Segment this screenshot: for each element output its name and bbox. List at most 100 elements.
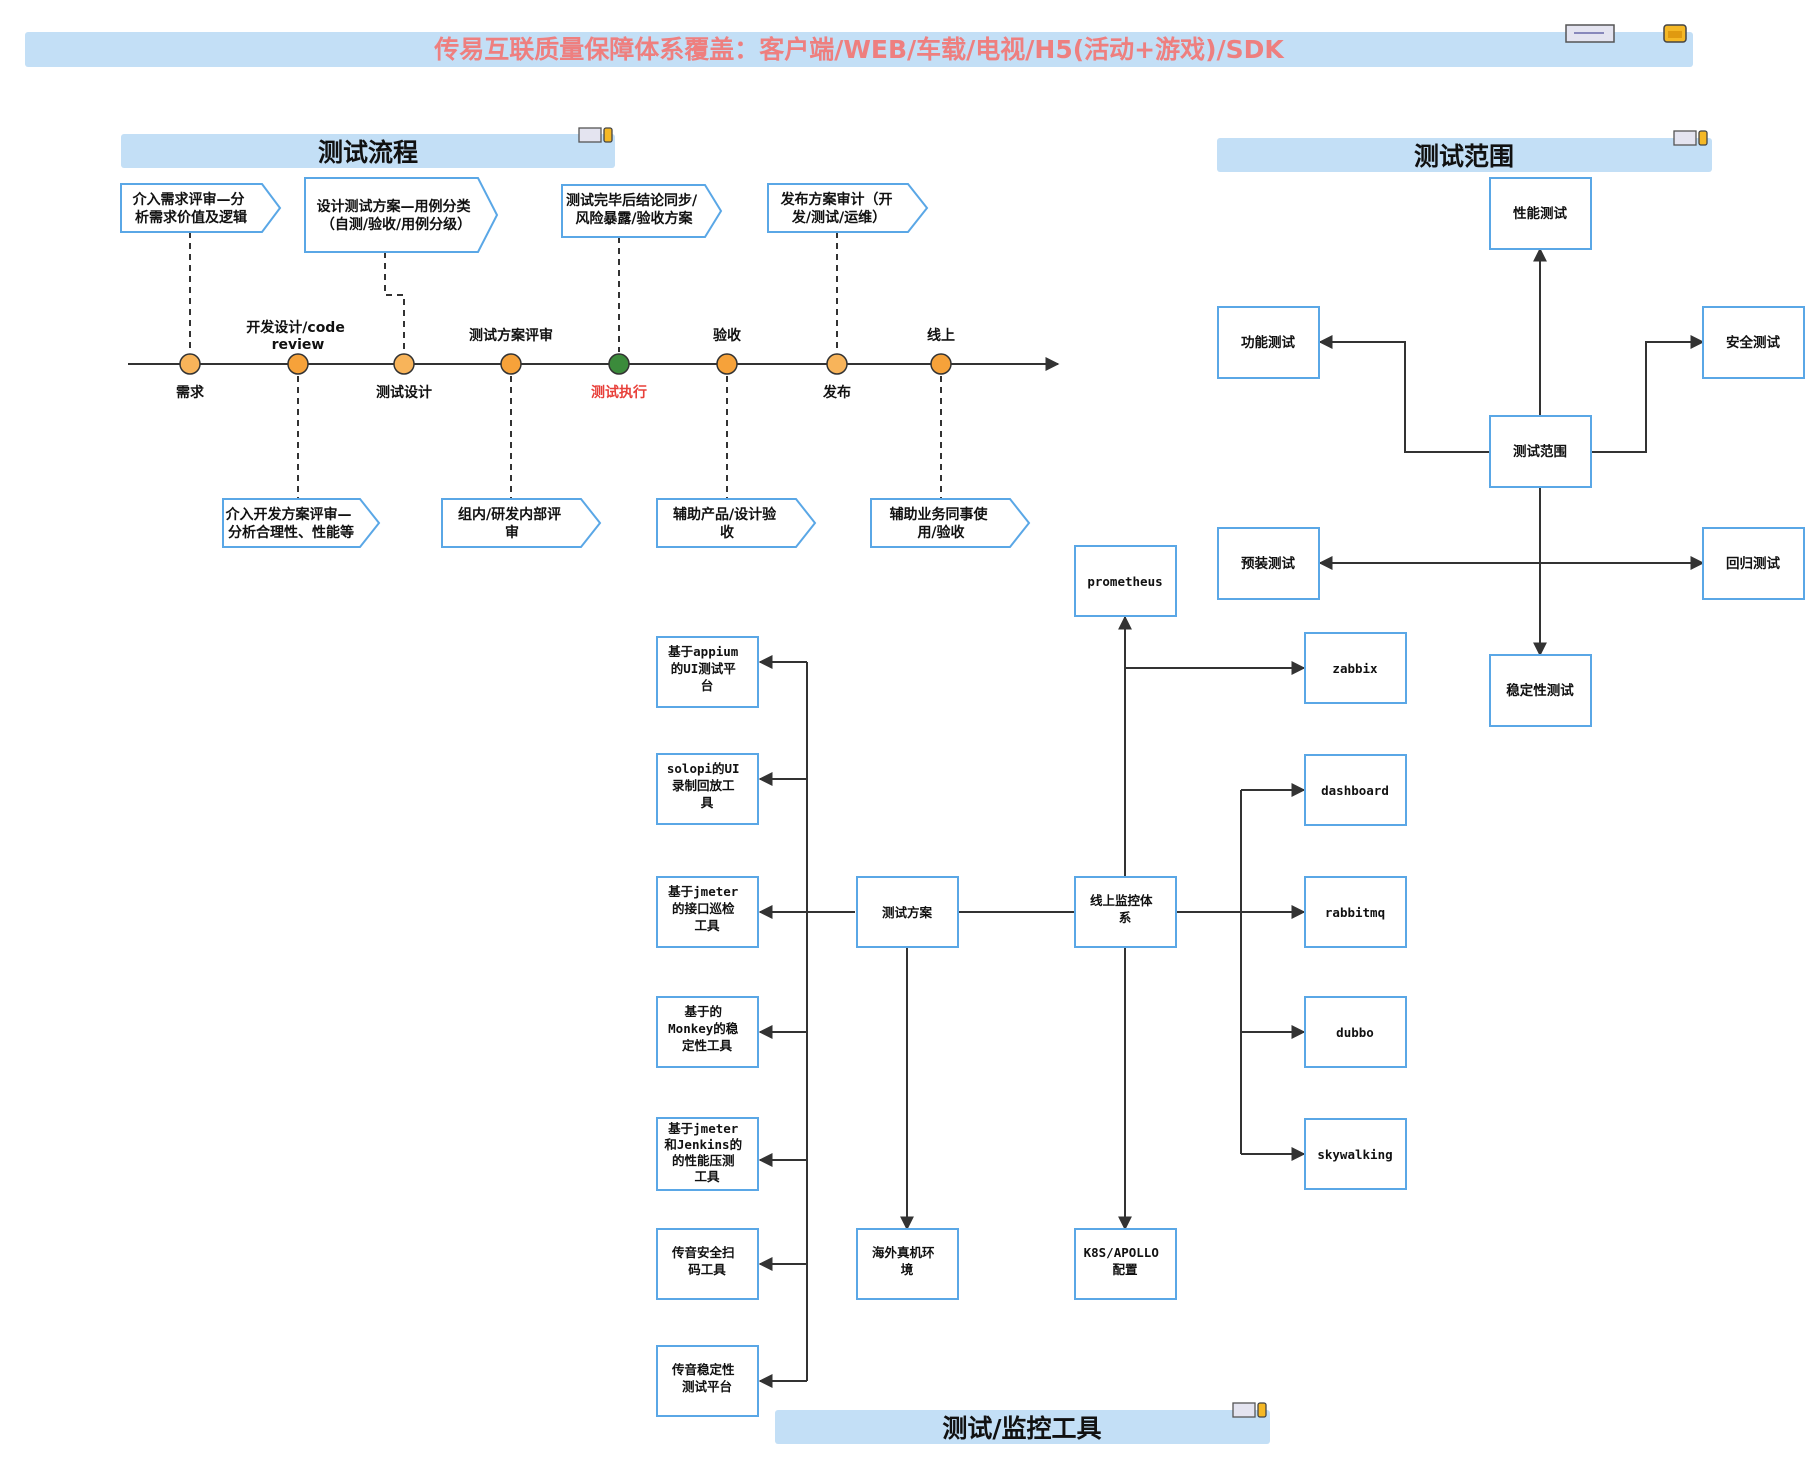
prometheus-box[interactable] xyxy=(1074,545,1177,617)
callout-text: 介入需求评审—分 析需求价值及逻辑 xyxy=(132,191,250,226)
monitoring-label-line: 线上监控体 xyxy=(1090,893,1153,908)
scope-section: 测试范围 测试范围 性能测试 功能测试 安全测试 预装测试 回归测试 稳定性测试 xyxy=(1217,130,1805,727)
preinstall-test-box[interactable] xyxy=(1217,527,1320,600)
callout-product-acceptance: 辅助产品/设计验 收 xyxy=(656,498,817,548)
security-test-box[interactable] xyxy=(1702,306,1805,379)
functional-test-label: 功能测试 xyxy=(1241,334,1295,351)
dashboard-label: dashboard xyxy=(1321,783,1389,798)
callout-shape xyxy=(120,183,282,233)
milestone-label: 需求 xyxy=(176,384,205,401)
performance-test-box[interactable] xyxy=(1489,177,1592,250)
tool-label-line: 工具 xyxy=(694,918,720,933)
tool-box-appium[interactable] xyxy=(656,636,759,708)
tool-label-line: 定性工具 xyxy=(681,1038,733,1053)
callout-shape xyxy=(222,498,381,548)
milestone-test-design[interactable] xyxy=(393,353,415,375)
dubbo-box[interactable] xyxy=(1304,996,1407,1068)
connector-line xyxy=(384,252,405,352)
main-title-bar xyxy=(25,32,1693,67)
milestone-acceptance[interactable] xyxy=(716,353,738,375)
milestone-label: 测试方案评审 xyxy=(469,327,553,344)
test-plan-label: 测试方案 xyxy=(882,905,933,920)
skywalking-box[interactable] xyxy=(1304,1118,1407,1190)
process-section: 测试流程 需求 开发设计/code review 测试设计 测试方案评 xyxy=(120,127,1060,548)
overseas-device-box[interactable] xyxy=(856,1228,959,1300)
callout-dev-review: 介入开发方案评审— 分析合理性、性能等 xyxy=(222,498,381,548)
tool-label-line: 工具 xyxy=(694,1169,720,1184)
callout-shape xyxy=(767,183,929,233)
callout-line: 分析合理性、性能等 xyxy=(228,524,354,541)
prometheus-label: prometheus xyxy=(1087,574,1162,589)
tool-box-security-scan[interactable] xyxy=(656,1228,759,1300)
tool-box-monkey[interactable] xyxy=(656,996,759,1068)
milestone-dev-design[interactable] xyxy=(287,353,309,375)
rabbitmq-box[interactable] xyxy=(1304,876,1407,948)
callout-line: 发布方案审计（开 xyxy=(780,191,893,208)
callout-line: 介入需求评审—分 xyxy=(132,191,245,208)
callout-shape xyxy=(304,177,499,253)
callout-release-audit: 发布方案审计（开 发/测试/运维） xyxy=(767,183,929,233)
callout-line: 设计测试方案—用例分类 xyxy=(317,198,472,215)
tool-label: 基于jmeter 和Jenkins的 的性能压测 工具 xyxy=(663,1121,749,1184)
tools-note-icon[interactable] xyxy=(1232,1402,1267,1418)
milestone-online[interactable] xyxy=(930,353,952,375)
tools-section: 基于appium 的UI测试平 台 solopi的UI 录制回放工 具 基于jm… xyxy=(656,545,1407,1444)
scope-title: 测试范围 xyxy=(1414,142,1514,171)
functional-test-box[interactable] xyxy=(1217,306,1320,379)
process-note-icon[interactable] xyxy=(578,127,613,143)
scope-note-icon[interactable] xyxy=(1673,130,1708,146)
skywalking-label: skywalking xyxy=(1317,1147,1392,1162)
milestone-release[interactable] xyxy=(826,353,848,375)
attachment-icon[interactable] xyxy=(1663,24,1687,43)
k8s-label-line: 配置 xyxy=(1112,1262,1138,1277)
tool-box-jmeter-jenkins[interactable] xyxy=(656,1117,759,1191)
tool-box-solopi[interactable] xyxy=(656,753,759,825)
tool-label: 基于的 Monkey的稳 定性工具 xyxy=(668,1004,746,1053)
k8s-apollo-box[interactable] xyxy=(1074,1228,1177,1300)
milestone-label-line: 开发设计/code xyxy=(246,319,345,336)
callout-text: 发布方案审计（开 发/测试/运维） xyxy=(780,191,898,226)
callout-line: 审 xyxy=(505,524,519,541)
tool-box-jmeter-inspection[interactable] xyxy=(656,876,759,948)
tool-label-line: 测试平台 xyxy=(682,1379,732,1394)
test-plan-box[interactable] xyxy=(856,876,959,948)
monitoring-system-label: 线上监控体 系 xyxy=(1090,893,1160,925)
callout-line: （自测/验收/用例分级） xyxy=(321,216,471,233)
callout-requirement-review: 介入需求评审—分 析需求价值及逻辑 xyxy=(120,183,282,233)
tool-label: solopi的UI 录制回放工 具 xyxy=(667,761,747,810)
zabbix-box[interactable] xyxy=(1304,632,1407,704)
callout-line: 测试完毕后结论同步/ xyxy=(566,192,698,209)
callout-line: 组内/研发内部评 xyxy=(458,506,561,523)
regression-test-box[interactable] xyxy=(1702,527,1805,600)
note-icon[interactable] xyxy=(1565,24,1615,43)
tool-label: 基于appium 的UI测试平 台 xyxy=(667,644,746,693)
tool-label-line: 录制回放工 xyxy=(672,778,735,793)
dubbo-label: dubbo xyxy=(1336,1025,1374,1040)
tool-label-line: 和Jenkins的 xyxy=(663,1137,742,1152)
stability-test-box[interactable] xyxy=(1489,654,1592,727)
callout-test-design: 设计测试方案—用例分类 （自测/验收/用例分级） xyxy=(304,177,499,253)
callout-text: 测试完毕后结论同步/ 风险暴露/验收方案 xyxy=(566,192,702,227)
milestone-plan-review[interactable] xyxy=(500,353,522,375)
milestone-test-execution[interactable] xyxy=(608,353,630,375)
callout-internal-review: 组内/研发内部评 审 xyxy=(441,498,602,548)
scope-center-box[interactable] xyxy=(1489,415,1592,488)
rabbitmq-label: rabbitmq xyxy=(1325,905,1385,920)
overseas-label-line: 境 xyxy=(901,1262,914,1277)
scope-center-label: 测试范围 xyxy=(1513,443,1567,460)
milestone-requirement[interactable] xyxy=(179,353,201,375)
milestone-label: 开发设计/code review xyxy=(246,319,349,353)
callout-line: 介入开发方案评审— xyxy=(225,506,352,523)
callout-shape xyxy=(656,498,817,548)
k8s-label-line: K8S/APOLLO xyxy=(1084,1245,1159,1260)
tool-label-line: 基于appium xyxy=(667,644,739,659)
callout-line: 用/验收 xyxy=(917,524,965,541)
milestone-label: 发布 xyxy=(822,384,851,401)
dashboard-box[interactable] xyxy=(1304,754,1407,826)
tool-label: 传音稳定性 测试平台 xyxy=(671,1362,742,1394)
callout-text: 介入开发方案评审— 分析合理性、性能等 xyxy=(225,506,357,541)
monitoring-system-box[interactable] xyxy=(1074,876,1177,948)
tools-title: 测试/监控工具 xyxy=(942,1414,1101,1443)
tool-box-stability-platform[interactable] xyxy=(656,1345,759,1417)
